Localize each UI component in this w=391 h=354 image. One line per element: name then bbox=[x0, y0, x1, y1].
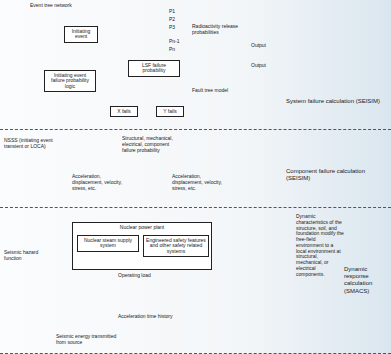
event-tree-header-cell bbox=[156, 2, 168, 8]
ellipsis-dot bbox=[175, 34, 176, 35]
diagram-label: Structural, mechanical, electrical, comp… bbox=[122, 136, 178, 153]
basic-event-stem bbox=[170, 117, 171, 120]
event-tree-header-cell bbox=[142, 2, 154, 8]
output-arrow bbox=[181, 66, 248, 67]
band-title: System failure calculation (SEISIM) bbox=[286, 98, 386, 105]
box-text: Initiating event failure probability log… bbox=[47, 73, 93, 90]
acceleration-time-history bbox=[104, 291, 203, 309]
event-box: X fails bbox=[110, 106, 138, 117]
containment-dome bbox=[226, 230, 290, 262]
output-arrow bbox=[200, 46, 248, 47]
band-title: Component failure calculation (SEISIM) bbox=[286, 168, 386, 182]
seismic-wave-arc bbox=[14, 344, 34, 354]
calculation-band: System failure calculation (SEISIM) Initi… bbox=[0, 0, 391, 130]
note-text: Dynamic characteristics of the structure… bbox=[296, 214, 344, 277]
plant-box: Nuclear power plantNuclear steam supply … bbox=[72, 222, 212, 270]
probability-bracket bbox=[185, 12, 190, 50]
output-description: Radioactivity release probabilities bbox=[192, 24, 252, 36]
box-text: Engineered safety features and other saf… bbox=[146, 238, 206, 255]
process-box: Initiating event bbox=[64, 26, 98, 43]
foundation-mat bbox=[220, 314, 296, 322]
plant-to-structure-link bbox=[213, 246, 225, 247]
band-title: Dynamic response calculation (SMACS) bbox=[344, 266, 388, 295]
diagram-label: Fault tree model bbox=[192, 88, 236, 94]
system-box: Engineered safety features and other saf… bbox=[143, 235, 209, 257]
process-box: Initiating event failure probability log… bbox=[44, 70, 96, 92]
diagram-label: Acceleration time history bbox=[118, 314, 194, 320]
soil-hatching bbox=[196, 314, 346, 354]
plot-axes bbox=[182, 142, 218, 170]
plot-arrow bbox=[100, 129, 121, 141]
axis-label: Acceleration, displacement, velocity, st… bbox=[72, 174, 130, 191]
steam-generator bbox=[238, 276, 246, 298]
nsss-arrow bbox=[20, 84, 43, 136]
tree-to-lsf-link bbox=[154, 50, 155, 60]
hazard-arrow bbox=[14, 161, 15, 248]
process-box: LSF failure probability bbox=[128, 60, 180, 77]
coolant-piping bbox=[246, 290, 270, 291]
diagram-label: Operating load bbox=[118, 273, 178, 279]
hazard-curve bbox=[10, 268, 42, 292]
box-text: Y fails bbox=[159, 109, 181, 115]
axis-label: Acceleration, displacement, velocity, st… bbox=[172, 174, 230, 191]
hazard-axes bbox=[8, 266, 44, 294]
probability-label: Pn-1 bbox=[169, 39, 183, 45]
probability-label: P1 bbox=[169, 9, 183, 15]
column-divider bbox=[272, 4, 273, 204]
calculation-band: Component failure calculation (SEISIM) bbox=[0, 130, 391, 208]
response-arrow bbox=[200, 197, 201, 221]
plot-arrow bbox=[173, 129, 200, 141]
seismic-input-arrow bbox=[92, 273, 93, 300]
polar-crane bbox=[232, 262, 284, 263]
containment-wall bbox=[226, 262, 290, 314]
connector bbox=[154, 77, 170, 107]
event-tree-branches bbox=[99, 12, 166, 50]
probability-label: P2 bbox=[169, 17, 183, 23]
event-box: Y fails bbox=[156, 106, 184, 117]
diagram-label: Seismic energy transmitted from source bbox=[56, 334, 120, 346]
diagram-label: Event tree network bbox=[30, 3, 78, 9]
probability-label: P3 bbox=[169, 25, 183, 31]
basic-event-circle bbox=[167, 120, 174, 127]
probability-label: Pn bbox=[169, 47, 183, 53]
basic-event-stem bbox=[124, 117, 125, 120]
ellipsis-dot bbox=[175, 36, 176, 37]
fragility-curve bbox=[84, 144, 116, 168]
input-label: NSSS (initiating event transient or LOCA… bbox=[4, 138, 64, 150]
ellipsis-dot bbox=[175, 32, 176, 33]
box-text: Nuclear power plant bbox=[73, 225, 211, 231]
box-text: X fails bbox=[113, 109, 135, 115]
diagram-label: Seismic hazard function bbox=[4, 250, 48, 262]
calculation-band: Dynamic response calculation (SMACS) Nucl… bbox=[0, 208, 391, 354]
output-label: Output bbox=[251, 63, 270, 69]
box-text: LSF failure probability bbox=[131, 63, 177, 75]
basic-event-circle bbox=[121, 120, 128, 127]
connector bbox=[124, 77, 154, 107]
reactor-vessel bbox=[252, 270, 264, 306]
seismic-wave-arc bbox=[6, 336, 42, 354]
fragility-curve bbox=[184, 144, 216, 168]
box-text: Nuclear steam supply system bbox=[80, 238, 136, 250]
response-arrow bbox=[100, 197, 101, 221]
event-tree-header-cell bbox=[114, 2, 126, 8]
plot-axes bbox=[82, 142, 118, 170]
connector bbox=[70, 43, 81, 71]
event-tree-header-cell bbox=[128, 2, 140, 8]
box-text: Initiating event bbox=[67, 29, 95, 41]
steam-generator bbox=[270, 276, 278, 298]
seismic-wave-arc bbox=[0, 328, 50, 354]
event-tree-header-cell bbox=[100, 2, 112, 8]
output-label: Output bbox=[251, 43, 270, 49]
system-box: Nuclear steam supply system bbox=[77, 235, 139, 252]
